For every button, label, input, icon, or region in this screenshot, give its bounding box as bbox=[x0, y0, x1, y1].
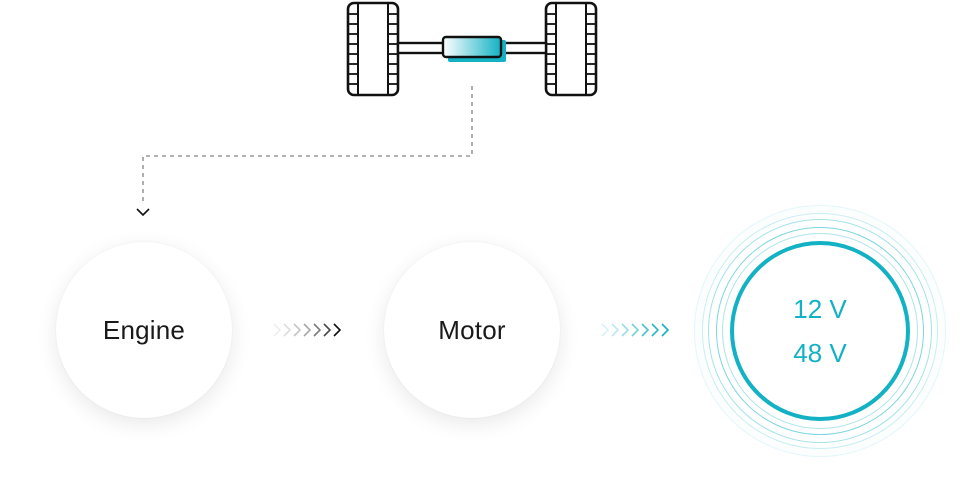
engine-node: Engine bbox=[56, 242, 232, 418]
battery-node: 12 V 48 V bbox=[730, 241, 910, 421]
battery-voltage-12: 12 V bbox=[793, 294, 847, 324]
motor-label: Motor bbox=[438, 314, 506, 345]
right-wheel-icon bbox=[544, 1, 598, 97]
engine-label: Engine bbox=[102, 314, 186, 345]
chevron-right-icon bbox=[273, 323, 342, 337]
chevron-right-icon bbox=[601, 323, 670, 337]
axle-shaft bbox=[396, 35, 548, 62]
connector-line bbox=[142, 86, 473, 204]
arrow-motor-to-battery bbox=[600, 318, 676, 342]
left-wheel-icon bbox=[346, 1, 400, 97]
motor-node: Motor bbox=[384, 242, 560, 418]
connector-arrow-icon bbox=[136, 208, 150, 217]
arrow-engine-to-motor bbox=[272, 318, 348, 342]
battery-voltage-48: 48 V bbox=[793, 338, 847, 368]
